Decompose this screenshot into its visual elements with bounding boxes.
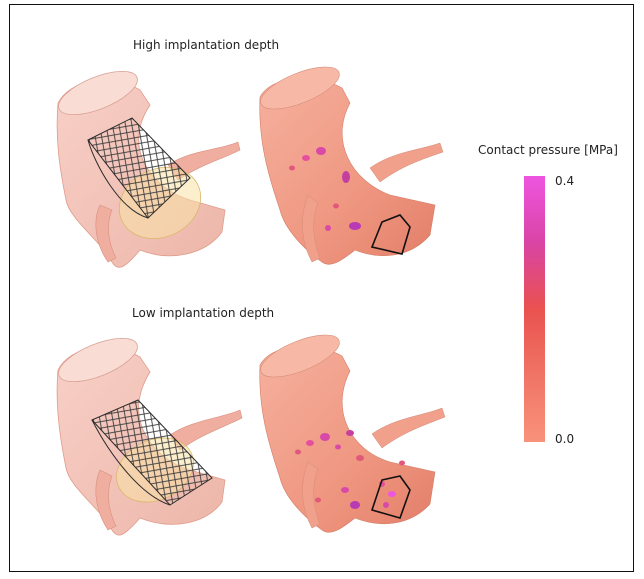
high-depth-pressure-map bbox=[255, 58, 443, 264]
low-depth-stent-model bbox=[53, 329, 242, 535]
high-surface-branch bbox=[370, 143, 443, 182]
low-surface-branch bbox=[372, 408, 445, 448]
high-depth-stent-model bbox=[53, 62, 240, 267]
low-depth-pressure-map bbox=[255, 326, 445, 532]
